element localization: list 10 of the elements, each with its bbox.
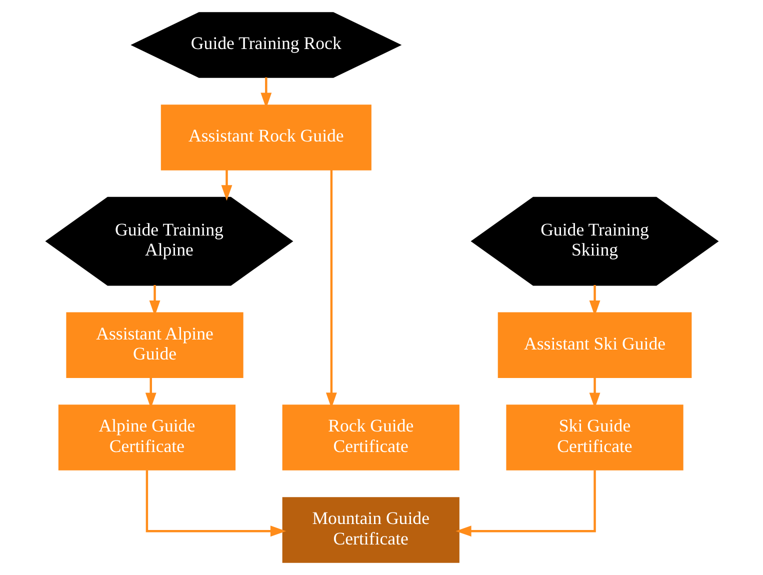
node-box: Ski Guide Certificate [506, 404, 683, 470]
arrow [145, 470, 286, 537]
node-box: Assistant Alpine Guide [66, 312, 243, 378]
node-box: Assistant Ski Guide [497, 312, 692, 378]
arrow [220, 170, 232, 201]
node-box: Rock Guide Certificate [282, 404, 459, 470]
node-box: Alpine Guide Certificate [58, 404, 236, 470]
arrow [455, 470, 596, 537]
node-box: Assistant Rock Guide [160, 104, 371, 170]
node-box: Mountain Guide Certificate [282, 497, 459, 563]
